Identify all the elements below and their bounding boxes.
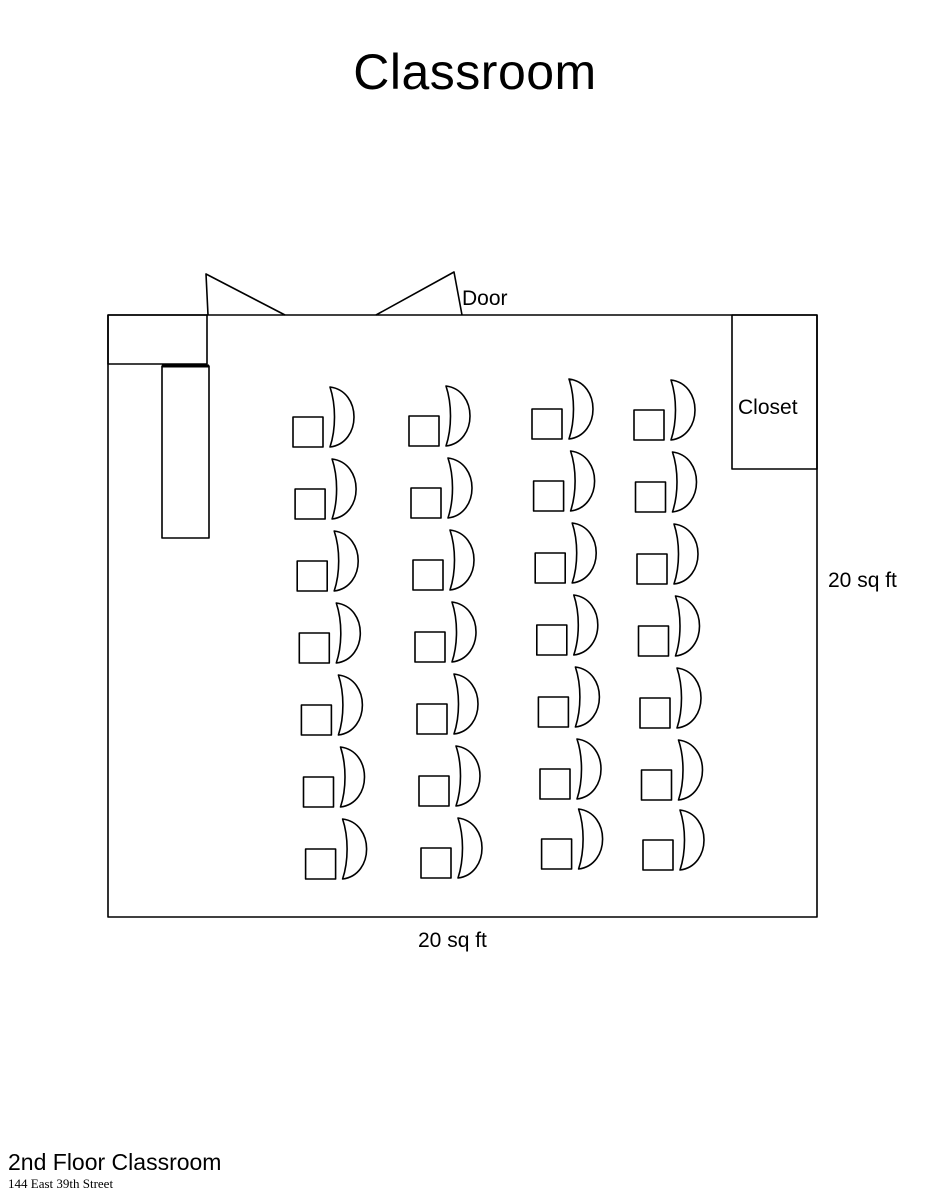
desk <box>535 624 568 656</box>
seat <box>532 450 596 512</box>
desk <box>414 631 446 663</box>
desk <box>304 848 337 880</box>
seat <box>636 523 699 585</box>
seat <box>300 674 364 736</box>
desk <box>634 481 667 513</box>
seat <box>292 386 355 448</box>
chair <box>679 809 705 871</box>
chair <box>568 378 594 440</box>
desk <box>292 416 324 448</box>
desk <box>296 560 329 592</box>
chair <box>333 530 359 592</box>
footer-address: 144 East 39th Street <box>8 1176 114 1191</box>
chair <box>447 457 473 519</box>
chair <box>670 379 696 441</box>
desk <box>633 409 665 441</box>
desk <box>408 415 440 447</box>
teacher-desk <box>161 365 210 539</box>
desk <box>636 553 668 585</box>
desk <box>532 480 565 512</box>
chair <box>335 602 361 664</box>
desk <box>539 768 571 800</box>
desk <box>298 632 331 664</box>
desk <box>537 696 570 728</box>
desk <box>294 488 326 520</box>
closet-label: Closet <box>738 396 798 419</box>
seat <box>531 378 594 440</box>
seat <box>540 808 604 870</box>
seat <box>420 817 483 879</box>
chair <box>574 666 601 728</box>
chair <box>573 594 599 656</box>
seat <box>537 666 601 728</box>
chair <box>677 739 704 801</box>
seat <box>535 594 599 656</box>
seat <box>634 451 698 513</box>
chair <box>676 667 702 729</box>
seat <box>410 457 473 519</box>
desk <box>642 839 674 871</box>
chair <box>457 817 483 879</box>
desk <box>640 769 673 801</box>
seat <box>304 818 368 880</box>
desk <box>418 775 450 807</box>
chair <box>449 529 475 591</box>
seat <box>534 522 597 584</box>
closet <box>731 314 818 470</box>
desk <box>412 559 444 591</box>
seat <box>633 379 696 441</box>
seat <box>414 601 477 663</box>
desk <box>300 704 333 736</box>
desk <box>420 847 452 879</box>
desk <box>639 697 671 729</box>
seat <box>298 602 361 664</box>
chair <box>671 451 698 513</box>
seat <box>642 809 705 871</box>
seat <box>412 529 475 591</box>
seat <box>408 385 471 447</box>
chair <box>571 522 597 584</box>
page-title: Classroom <box>353 44 597 100</box>
seat <box>302 746 366 808</box>
room-outline <box>107 314 818 918</box>
chair <box>577 808 604 870</box>
chair <box>337 674 364 736</box>
desk <box>410 487 442 519</box>
desk <box>531 408 563 440</box>
chair <box>576 738 602 800</box>
seating-area <box>292 378 705 880</box>
teacher-cabinet <box>107 314 208 365</box>
seat <box>639 667 702 729</box>
bottom-dimension-label: 20 sq ft <box>418 929 487 952</box>
chair <box>569 450 596 512</box>
chair <box>329 386 355 448</box>
chair <box>339 746 366 808</box>
chair <box>673 523 699 585</box>
door-right-leaf <box>375 271 463 316</box>
chair <box>445 385 471 447</box>
chair <box>674 595 701 657</box>
desk <box>302 776 335 808</box>
chair <box>455 745 481 807</box>
seat <box>416 673 479 735</box>
desk <box>534 552 567 584</box>
seat <box>640 739 704 801</box>
desk <box>416 703 448 735</box>
chair <box>451 601 477 663</box>
footer-floor-name: 2nd Floor Classroom <box>8 1149 222 1175</box>
chair <box>453 673 479 735</box>
seat <box>294 458 357 520</box>
door-label: Door <box>462 287 508 310</box>
chair <box>341 818 368 880</box>
seat <box>637 595 701 657</box>
desk <box>540 838 573 870</box>
chair <box>331 458 357 520</box>
seat <box>418 745 481 807</box>
seat <box>539 738 602 800</box>
desk <box>637 625 670 657</box>
door-left-leaf <box>205 273 286 316</box>
side-dimension-label: 20 sq ft <box>828 569 897 592</box>
seat <box>296 530 359 592</box>
